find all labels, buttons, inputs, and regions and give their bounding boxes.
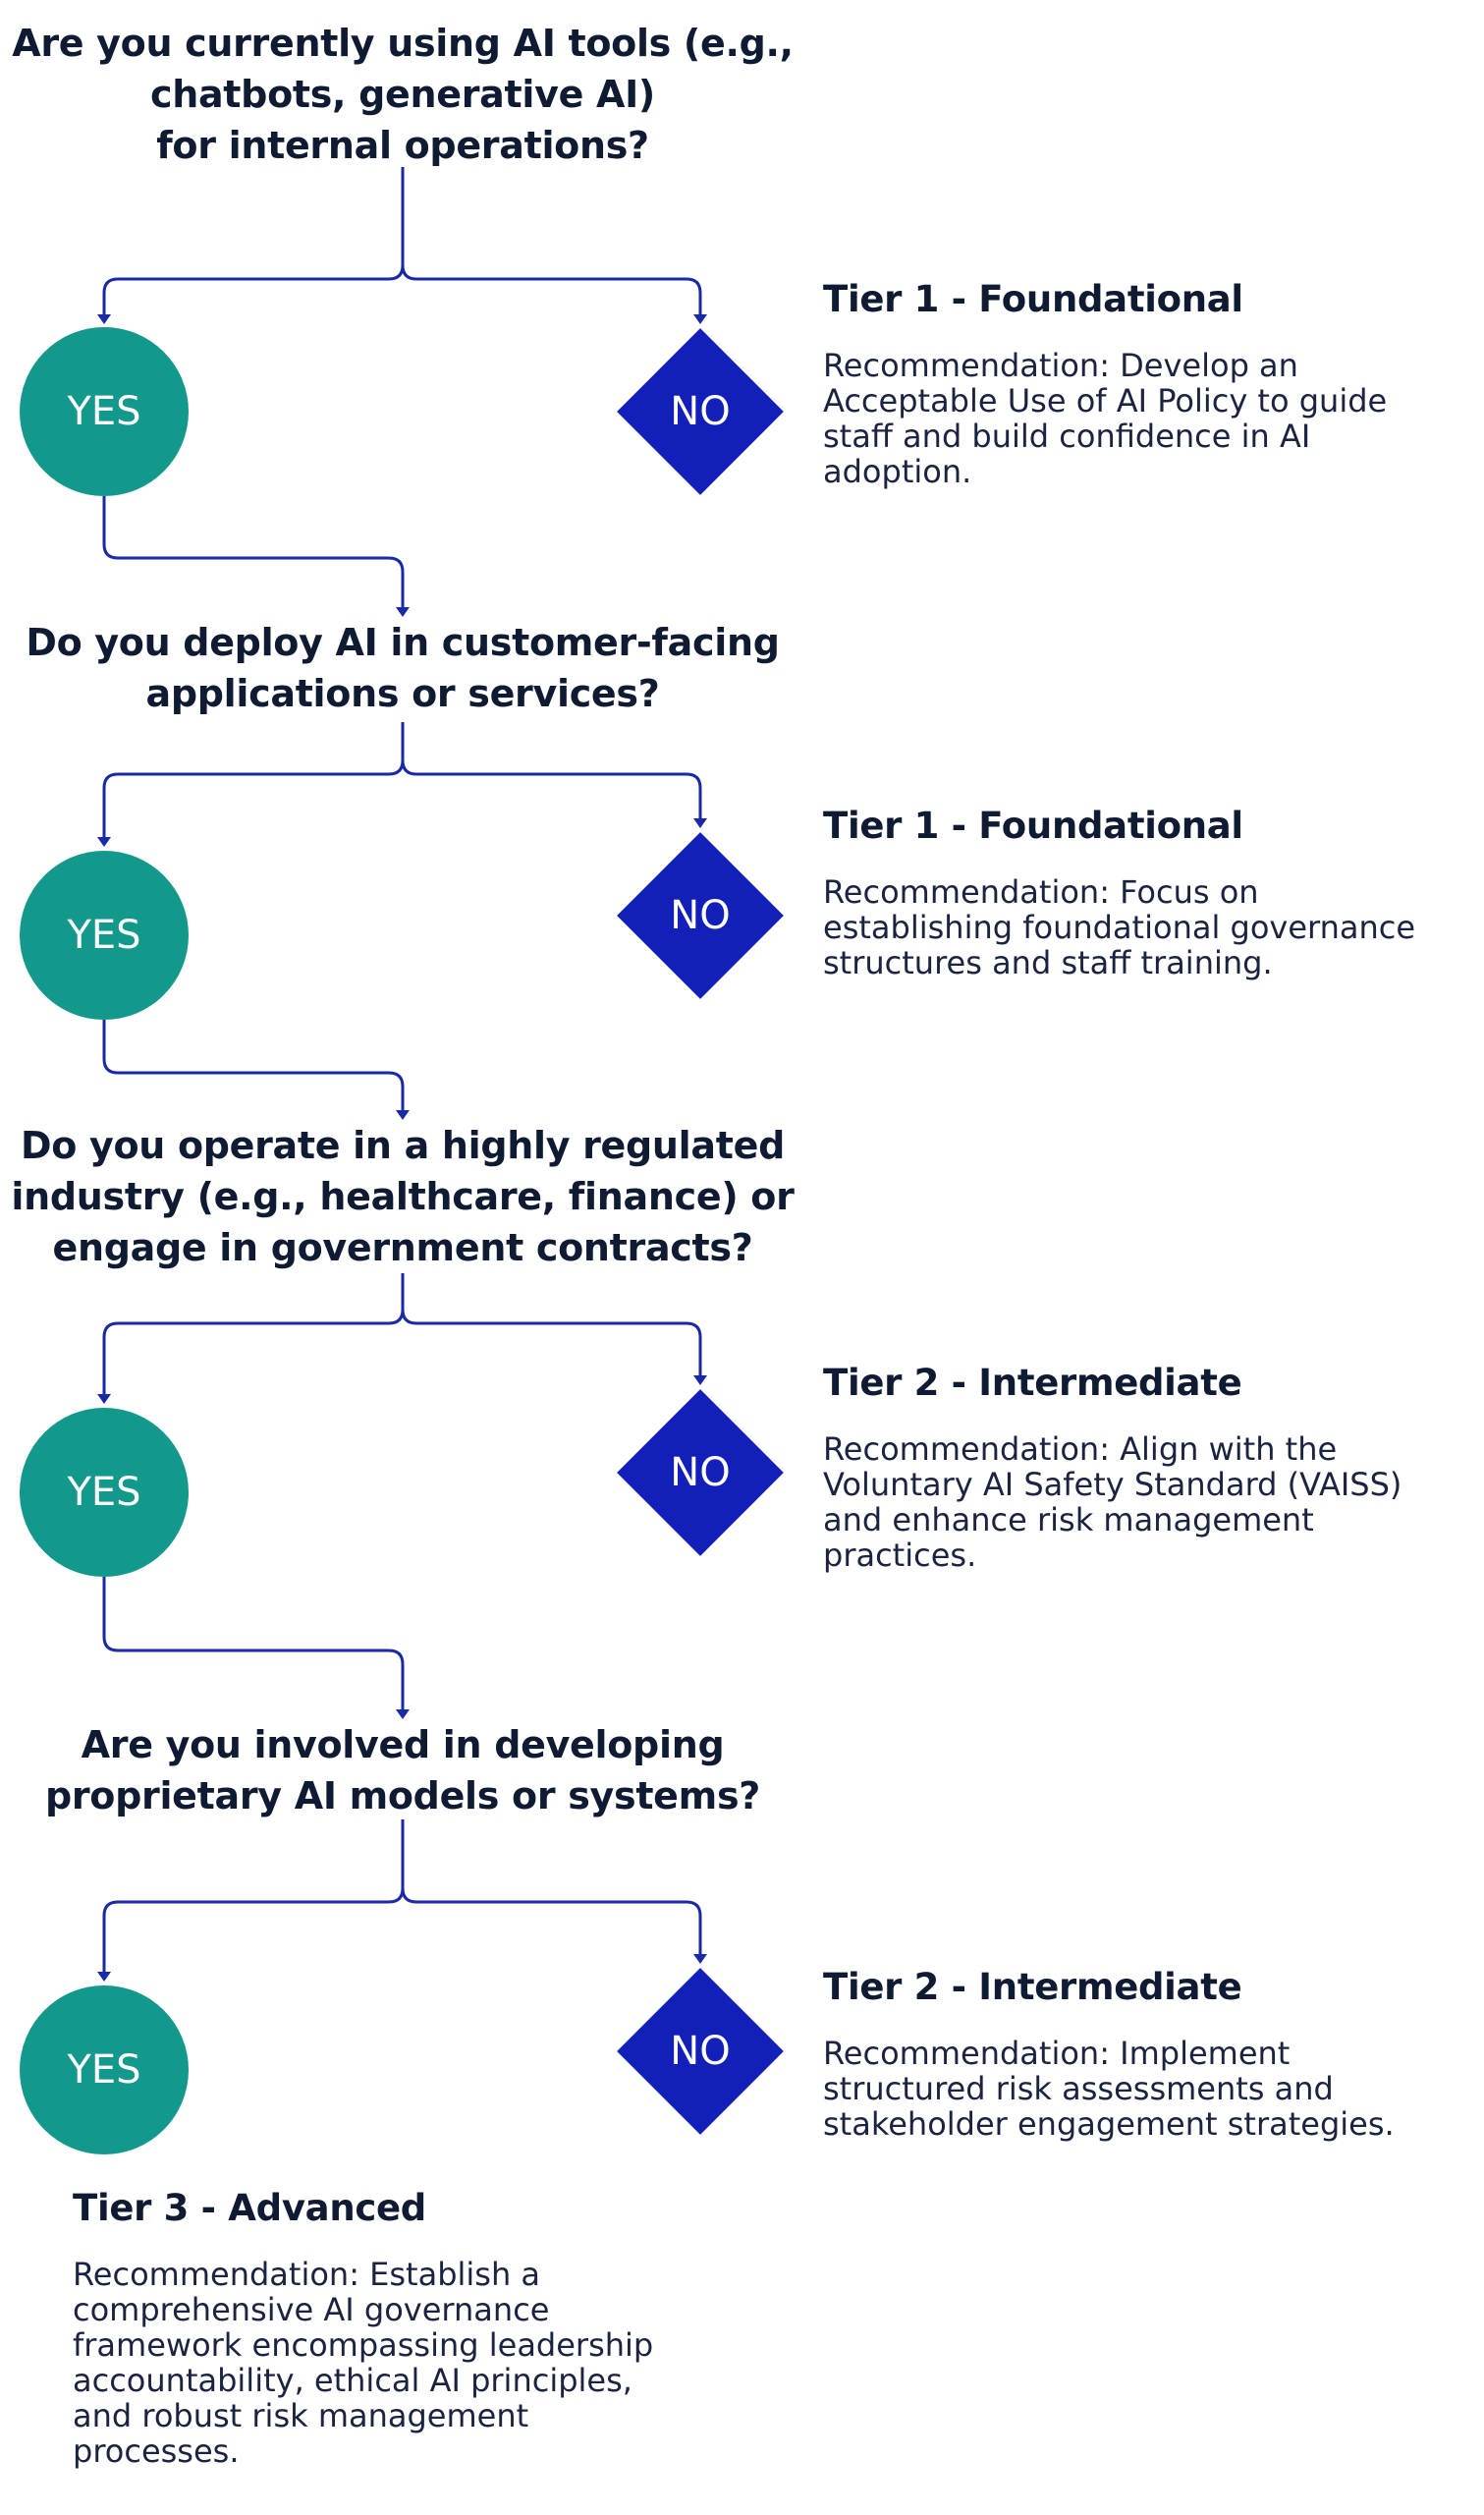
- outcome-final: Tier 3 - Advanced Recommendation: Establ…: [73, 2186, 701, 2469]
- split-4-no-arrowhead: [693, 1954, 707, 1964]
- no-node-4-label: NO: [670, 2029, 731, 2074]
- no-node-4[interactable]: NO: [616, 1967, 785, 2136]
- outcome-2: Tier 1 - Foundational Recommendation: Fo…: [823, 804, 1432, 980]
- split-2-yes-connector: [102, 722, 405, 845]
- link-2-to-3-arrowhead: [396, 1110, 410, 1120]
- yes-node-1[interactable]: YES: [20, 327, 189, 496]
- question-1-line-2: chatbots, generative AI): [149, 73, 655, 116]
- link-3-to-4-arrowhead: [396, 1709, 410, 1719]
- no-node-1-label: NO: [670, 389, 731, 434]
- outcome-2-tier: Tier 1 - Foundational: [823, 805, 1243, 847]
- outcome-3-tier: Tier 2 - Intermediate: [823, 1362, 1242, 1404]
- split-1-no-connector: [401, 264, 702, 322]
- no-node-1[interactable]: NO: [616, 327, 785, 496]
- split-1-yes-connector: [102, 167, 405, 322]
- question-2-line-1: Do you deploy AI in customer-facing: [26, 621, 780, 664]
- question-3-line-1: Do you operate in a highly regulated: [21, 1124, 785, 1167]
- question-4-line-1: Are you involved in developing: [81, 1723, 725, 1766]
- question-2: Do you deploy AI in customer-facing appl…: [0, 617, 805, 719]
- outcome-3: Tier 2 - Intermediate Recommendation: Al…: [823, 1361, 1452, 1573]
- split-4-yes-connector: [102, 1819, 405, 1980]
- outcome-1-recommendation: Recommendation: Develop an Acceptable Us…: [823, 347, 1388, 490]
- yes-node-2[interactable]: YES: [20, 851, 189, 1020]
- outcome-1: Tier 1 - Foundational Recommendation: De…: [823, 277, 1432, 489]
- split-1-yes-arrowhead: [97, 314, 111, 324]
- no-node-2-label: NO: [670, 893, 731, 938]
- outcome-4-tier: Tier 2 - Intermediate: [823, 1966, 1242, 2008]
- split-1-no-arrowhead: [693, 314, 707, 324]
- split-2-yes-arrowhead: [97, 837, 111, 847]
- split-3-no-connector: [401, 1309, 702, 1383]
- split-2-no-connector: [401, 759, 702, 826]
- yes-node-3[interactable]: YES: [20, 1408, 189, 1577]
- outcome-4-recommendation: Recommendation: Implement structured ris…: [823, 2035, 1395, 2143]
- split-4-no-connector: [401, 1887, 702, 1962]
- question-3: Do you operate in a highly regulated ind…: [0, 1120, 805, 1273]
- yes-node-1-label: YES: [67, 389, 141, 434]
- question-1-line-3: for internal operations?: [156, 124, 649, 167]
- link-1-to-2-connector: [102, 496, 405, 615]
- link-1-to-2-arrowhead: [396, 607, 410, 617]
- question-4-line-2: proprietary AI models or systems?: [44, 1774, 761, 1817]
- yes-node-2-label: YES: [67, 913, 141, 958]
- link-3-to-4-connector: [102, 1577, 405, 1717]
- no-node-3-label: NO: [670, 1450, 731, 1495]
- outcome-3-recommendation: Recommendation: Align with the Voluntary…: [823, 1430, 1402, 1574]
- question-4: Are you involved in developing proprieta…: [0, 1719, 805, 1821]
- outcome-4: Tier 2 - Intermediate Recommendation: Im…: [823, 1965, 1452, 2142]
- outcome-1-tier: Tier 1 - Foundational: [823, 278, 1243, 320]
- split-2-no-arrowhead: [693, 818, 707, 828]
- question-2-line-2: applications or services?: [145, 672, 660, 715]
- question-1: Are you currently using AI tools (e.g., …: [0, 18, 805, 171]
- outcome-2-recommendation: Recommendation: Focus on establishing fo…: [823, 873, 1416, 981]
- question-3-line-3: engage in government contracts?: [52, 1226, 753, 1269]
- outcome-final-recommendation: Recommendation: Establish a comprehensiv…: [73, 2256, 654, 2470]
- question-3-line-2: industry (e.g., healthcare, finance) or: [11, 1175, 795, 1218]
- question-1-line-1: Are you currently using AI tools (e.g.,: [12, 22, 794, 65]
- yes-node-3-label: YES: [67, 1470, 141, 1515]
- outcome-final-tier: Tier 3 - Advanced: [73, 2187, 426, 2229]
- no-node-3[interactable]: NO: [616, 1388, 785, 1557]
- split-3-yes-arrowhead: [97, 1394, 111, 1404]
- split-3-yes-connector: [102, 1273, 405, 1402]
- yes-node-4-label: YES: [67, 2047, 141, 2093]
- split-3-no-arrowhead: [693, 1375, 707, 1385]
- split-4-yes-arrowhead: [97, 1972, 111, 1982]
- link-2-to-3-connector: [102, 1020, 405, 1118]
- yes-node-4[interactable]: YES: [20, 1985, 189, 2154]
- no-node-2[interactable]: NO: [616, 831, 785, 1000]
